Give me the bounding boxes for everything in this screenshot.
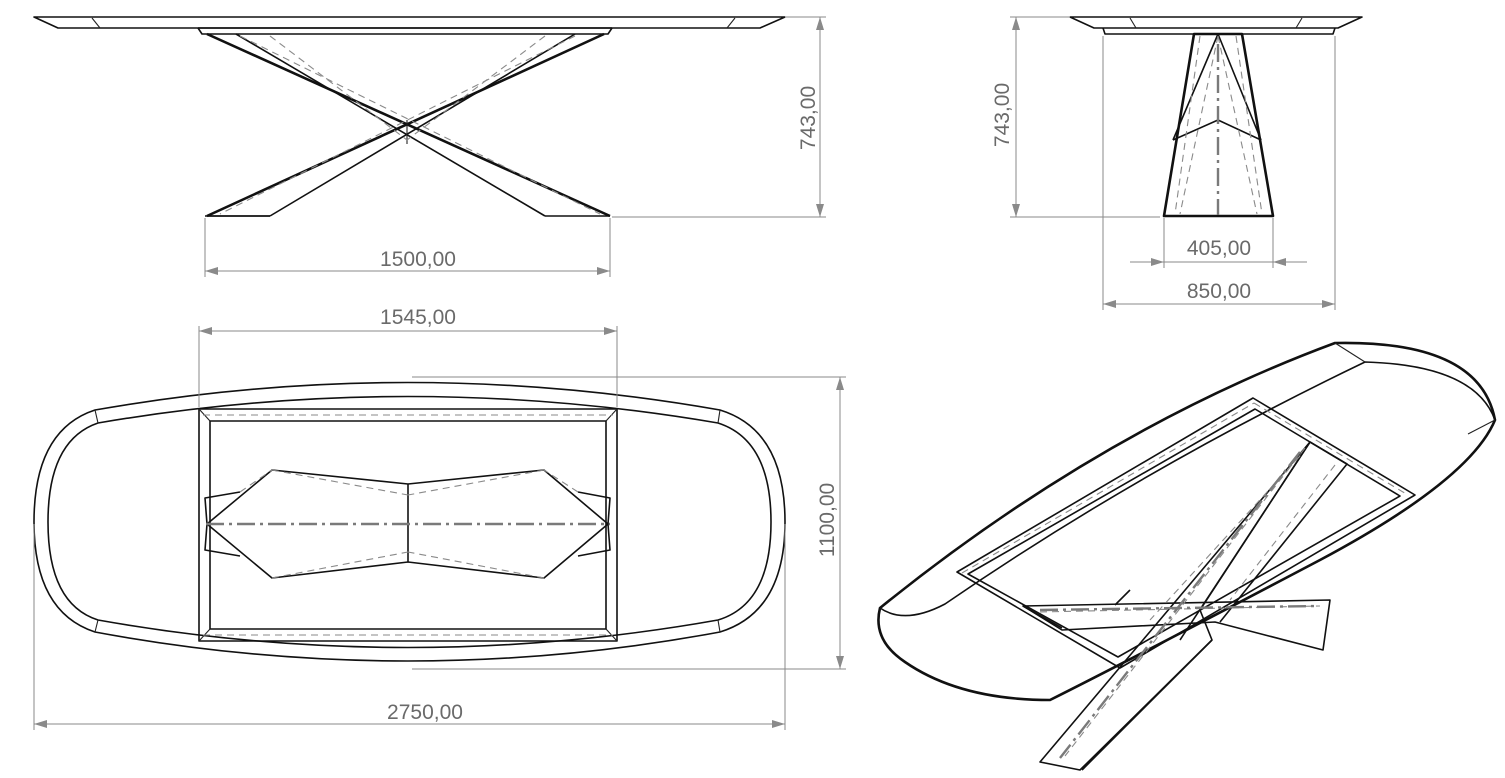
front-width-dimension: 1500,00: [204, 218, 611, 277]
side-top-width-dimension: 850,00: [1102, 36, 1336, 310]
top-depth-label: 1100,00: [816, 483, 839, 557]
side-leg: [1162, 32, 1275, 218]
top-inner-width-label: 1545,00: [380, 306, 456, 329]
iso-frame: [956, 397, 1416, 669]
top-outline-inner: [47, 395, 772, 649]
top-outline-outer: [33, 381, 786, 662]
front-view: 743,00 1500,00: [33, 16, 826, 277]
front-width-label: 1500,00: [380, 248, 456, 271]
top-inner-width-dimension: 1545,00: [198, 306, 618, 407]
top-depth-dimension: 1100,00: [412, 376, 846, 670]
side-view: 743,00 405,00 850,00: [991, 16, 1363, 310]
front-height-dimension: 743,00: [612, 16, 826, 218]
side-tabletop: [1069, 16, 1363, 29]
top-view: 1545,00 1100,00 2750,00: [33, 306, 846, 730]
side-base-width-label: 405,00: [1187, 237, 1251, 260]
iso-tabletop-outline: [877, 341, 1497, 702]
isometric-view: [877, 341, 1497, 771]
side-base-width-dimension: 405,00: [1130, 218, 1307, 268]
side-top-width-label: 850,00: [1187, 280, 1251, 303]
front-x-legs: [205, 32, 611, 218]
top-leg-plan: [204, 469, 611, 579]
top-length-label: 2750,00: [387, 701, 463, 724]
front-height-label: 743,00: [797, 86, 820, 150]
front-tabletop: [33, 16, 786, 29]
iso-legs: [1022, 441, 1348, 771]
side-height-dimension: 743,00: [991, 16, 1160, 218]
top-length-dimension: 2750,00: [33, 524, 786, 730]
side-height-label: 743,00: [991, 83, 1014, 147]
